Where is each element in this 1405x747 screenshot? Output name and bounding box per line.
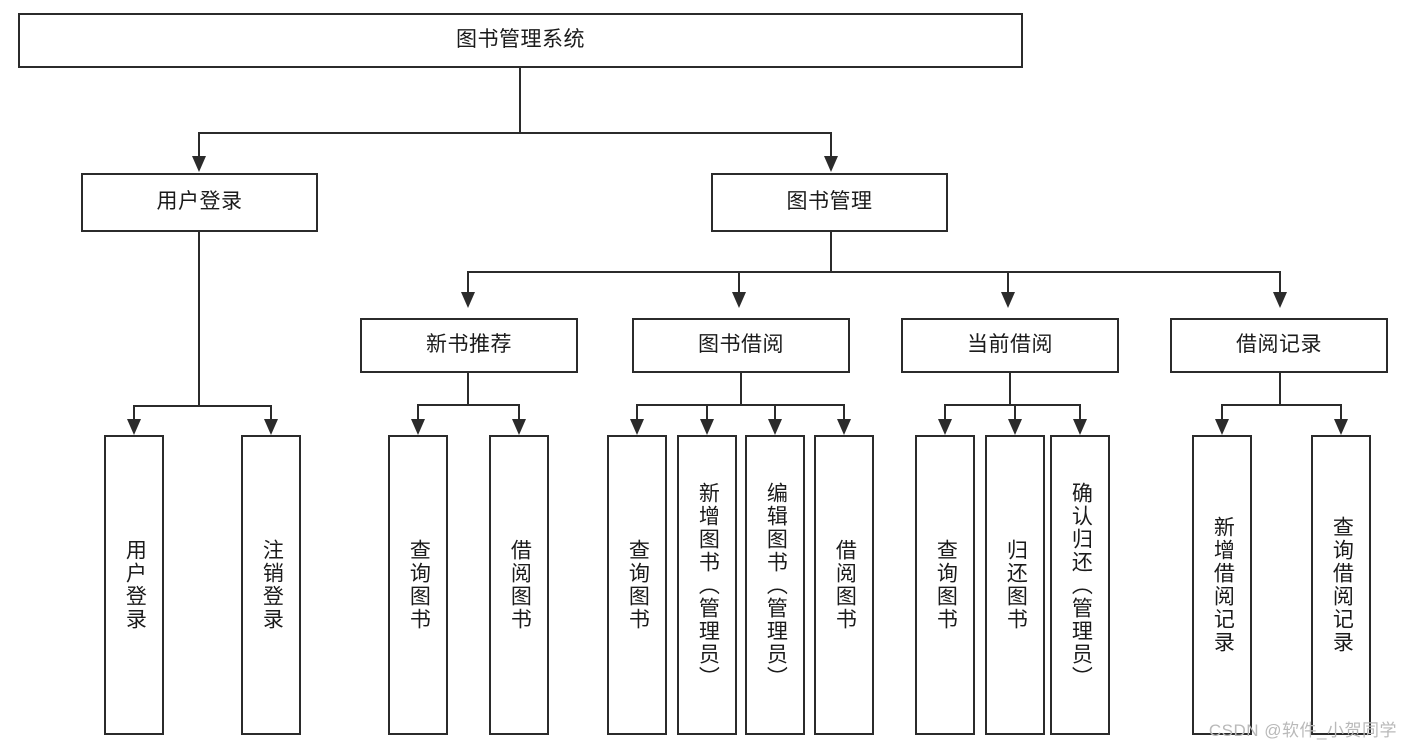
leaf-user-login[interactable]: 用户登录 [104, 435, 164, 735]
arrowhead-current-borrow-to-leaf-1 [938, 419, 952, 435]
edge-root-to-user-login [198, 132, 200, 160]
node-label: 借阅记录 [1236, 333, 1322, 357]
arrowhead-book-borrow-to-leaf-3 [768, 419, 782, 435]
arrowhead-new-book-to-leaf-2 [512, 419, 526, 435]
node-label: 新增图书（管理员） [696, 481, 720, 689]
arrowhead-book-borrow-to-leaf-2 [700, 419, 714, 435]
node-book-borrow[interactable]: 图书借阅 [632, 318, 850, 373]
edge-user-login-bus [133, 405, 270, 407]
arrowhead-book-manage-to-child-4 [1273, 292, 1287, 308]
arrowhead-root-to-book-manage [824, 156, 838, 172]
leaf-logout-login[interactable]: 注销登录 [241, 435, 301, 735]
edge-current-borrow-bus [944, 404, 1079, 406]
node-label: 新增借阅记录 [1211, 516, 1235, 654]
arrowhead-book-borrow-to-leaf-4 [837, 419, 851, 435]
leaf-add-book-admin[interactable]: 新增图书（管理员） [677, 435, 737, 735]
node-label: 新书推荐 [426, 333, 512, 357]
node-label: 编辑图书（管理员） [764, 481, 788, 689]
arrowhead-borrow-record-to-leaf-1 [1215, 419, 1229, 435]
leaf-return-book[interactable]: 归还图书 [985, 435, 1045, 735]
arrowhead-current-borrow-to-leaf-3 [1073, 419, 1087, 435]
node-label: 图书借阅 [698, 333, 784, 357]
edge-book-manage-to-child-1 [467, 271, 469, 295]
edge-borrow-record-to-leaf-1 [1221, 404, 1223, 424]
node-label: 查询图书 [626, 539, 650, 631]
node-label: 确认归还（管理员） [1069, 481, 1093, 689]
arrowhead-user-login-to-leaf-1 [127, 419, 141, 435]
edge-borrow-record-bus [1221, 404, 1340, 406]
arrowhead-borrow-record-to-leaf-2 [1334, 419, 1348, 435]
leaf-query-book-1[interactable]: 查询图书 [388, 435, 448, 735]
arrowhead-current-borrow-to-leaf-2 [1008, 419, 1022, 435]
arrowhead-user-login-to-leaf-2 [264, 419, 278, 435]
leaf-borrow-book-2[interactable]: 借阅图书 [814, 435, 874, 735]
edge-book-manage-bus [467, 271, 1279, 273]
node-label: 归还图书 [1004, 539, 1028, 631]
node-label: 借阅图书 [508, 539, 532, 631]
edge-current-borrow-to-leaf-2 [1014, 404, 1016, 424]
node-label: 借阅图书 [833, 539, 857, 631]
node-label: 注销登录 [260, 539, 284, 631]
edge-book-manage-to-child-2 [738, 271, 740, 295]
edge-user-login-to-leaf-1 [133, 405, 135, 425]
edge-borrow-record-to-leaf-2 [1340, 404, 1342, 424]
arrowhead-book-borrow-to-leaf-1 [630, 419, 644, 435]
node-user-login[interactable]: 用户登录 [81, 173, 318, 232]
edge-root-bus [198, 132, 831, 134]
edge-book-borrow-stem [740, 373, 742, 405]
node-book-management[interactable]: 图书管理 [711, 173, 948, 232]
arrowhead-book-manage-to-child-1 [461, 292, 475, 308]
edge-new-book-to-leaf-1 [417, 404, 419, 424]
edge-new-book-bus [417, 404, 518, 406]
node-book-management-system[interactable]: 图书管理系统 [18, 13, 1023, 68]
edge-book-manage-to-child-3 [1007, 271, 1009, 295]
edge-user-login-to-leaf-2 [270, 405, 272, 425]
edge-current-borrow-to-leaf-3 [1079, 404, 1081, 424]
edge-book-manage-stem [830, 232, 832, 272]
leaf-query-borrow-record[interactable]: 查询借阅记录 [1311, 435, 1371, 735]
edge-current-borrow-stem [1009, 373, 1011, 405]
node-label: 图书管理 [786, 190, 873, 214]
arrowhead-book-manage-to-child-3 [1001, 292, 1015, 308]
edge-user-login-stem [198, 232, 200, 406]
node-label: 查询图书 [407, 539, 431, 631]
arrowhead-root-to-user-login [192, 156, 206, 172]
edge-book-borrow-to-leaf-1 [636, 404, 638, 424]
node-label: 查询图书 [934, 539, 958, 631]
edge-borrow-record-stem [1279, 373, 1281, 405]
edge-current-borrow-to-leaf-1 [944, 404, 946, 424]
node-label: 用户登录 [123, 539, 147, 631]
node-label: 图书管理系统 [456, 28, 585, 52]
node-label: 当前借阅 [967, 333, 1053, 357]
edge-root-to-book-manage [830, 132, 832, 160]
leaf-query-book-2[interactable]: 查询图书 [607, 435, 667, 735]
arrowhead-new-book-to-leaf-1 [411, 419, 425, 435]
leaf-edit-book-admin[interactable]: 编辑图书（管理员） [745, 435, 805, 735]
edge-new-book-to-leaf-2 [518, 404, 520, 424]
node-label: 用户登录 [156, 190, 243, 214]
node-new-book-recommend[interactable]: 新书推荐 [360, 318, 578, 373]
arrowhead-book-manage-to-child-2 [732, 292, 746, 308]
edge-root-stem [519, 68, 521, 133]
leaf-borrow-book-1[interactable]: 借阅图书 [489, 435, 549, 735]
edge-book-borrow-to-leaf-3 [774, 404, 776, 424]
edge-book-borrow-bus [636, 404, 845, 406]
leaf-confirm-return-admin[interactable]: 确认归还（管理员） [1050, 435, 1110, 735]
edge-book-borrow-to-leaf-4 [843, 404, 845, 424]
node-borrow-record[interactable]: 借阅记录 [1170, 318, 1388, 373]
edge-new-book-stem [467, 373, 469, 405]
leaf-add-borrow-record[interactable]: 新增借阅记录 [1192, 435, 1252, 735]
node-current-borrow[interactable]: 当前借阅 [901, 318, 1119, 373]
edge-book-manage-to-child-4 [1279, 271, 1281, 295]
edge-book-borrow-to-leaf-2 [706, 404, 708, 424]
leaf-query-book-3[interactable]: 查询图书 [915, 435, 975, 735]
node-label: 查询借阅记录 [1330, 516, 1354, 654]
